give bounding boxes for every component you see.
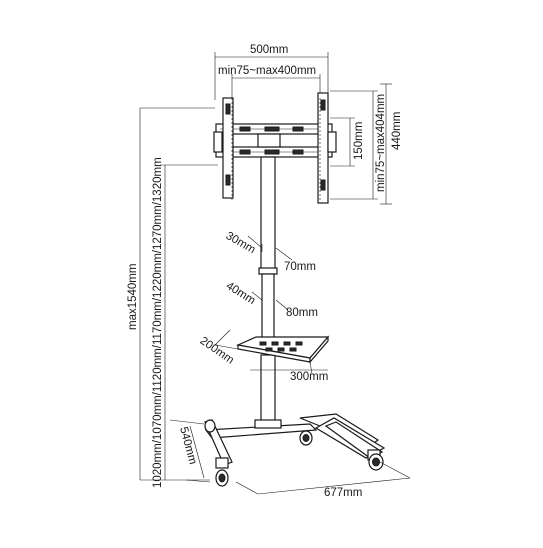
height-440-label: 440mm [391, 112, 403, 150]
height-440-dimension: 440mm [380, 83, 403, 205]
stand-pole [258, 156, 278, 426]
height-options-dimension: 1020mm/1070mm/1120mm/1170mm/1220mm/1270m… [152, 157, 218, 488]
base-677-label: 677mm [324, 487, 362, 499]
caster-wheel-front-left [215, 457, 229, 487]
caster-wheel-front-right [367, 449, 384, 471]
base-width-dimension: 677mm [235, 461, 411, 499]
pole-40-label: 40mm [224, 280, 257, 307]
width-500-label: 500mm [250, 44, 288, 56]
pole-30-label: 30mm [224, 230, 258, 256]
shelf-300-label: 300mm [290, 371, 328, 383]
caster-wheel-rear-right [299, 430, 313, 446]
vesa-vertical-label: min75~max404mm [375, 94, 387, 192]
height-150-label: 150mm [353, 122, 365, 160]
max-height-label: max1540mm [127, 264, 139, 330]
height-150-dimension: 150mm [330, 117, 365, 167]
width-500-dimension: 500mm [214, 44, 329, 100]
max-height-dimension: max1540mm [127, 107, 215, 481]
shelf-200-label: 200mm [198, 335, 236, 367]
height-options-label: 1020mm/1070mm/1120mm/1170mm/1220mm/1270m… [152, 157, 164, 488]
base-depth-dimension: 540mm [169, 419, 211, 483]
vesa-horizontal-label: min75~max400mm [218, 65, 316, 77]
vesa-horizontal-dimension: min75~max400mm [218, 65, 321, 100]
caster-wheel-rear-left [204, 419, 216, 433]
accessory-shelf [235, 335, 330, 364]
stand-base [204, 413, 386, 466]
vesa-vertical-dimension: min75~max404mm [330, 90, 387, 200]
tv-bracket [213, 92, 337, 204]
pole-80-label: 80mm [286, 307, 318, 319]
pole-70-label: 70mm [284, 261, 316, 273]
